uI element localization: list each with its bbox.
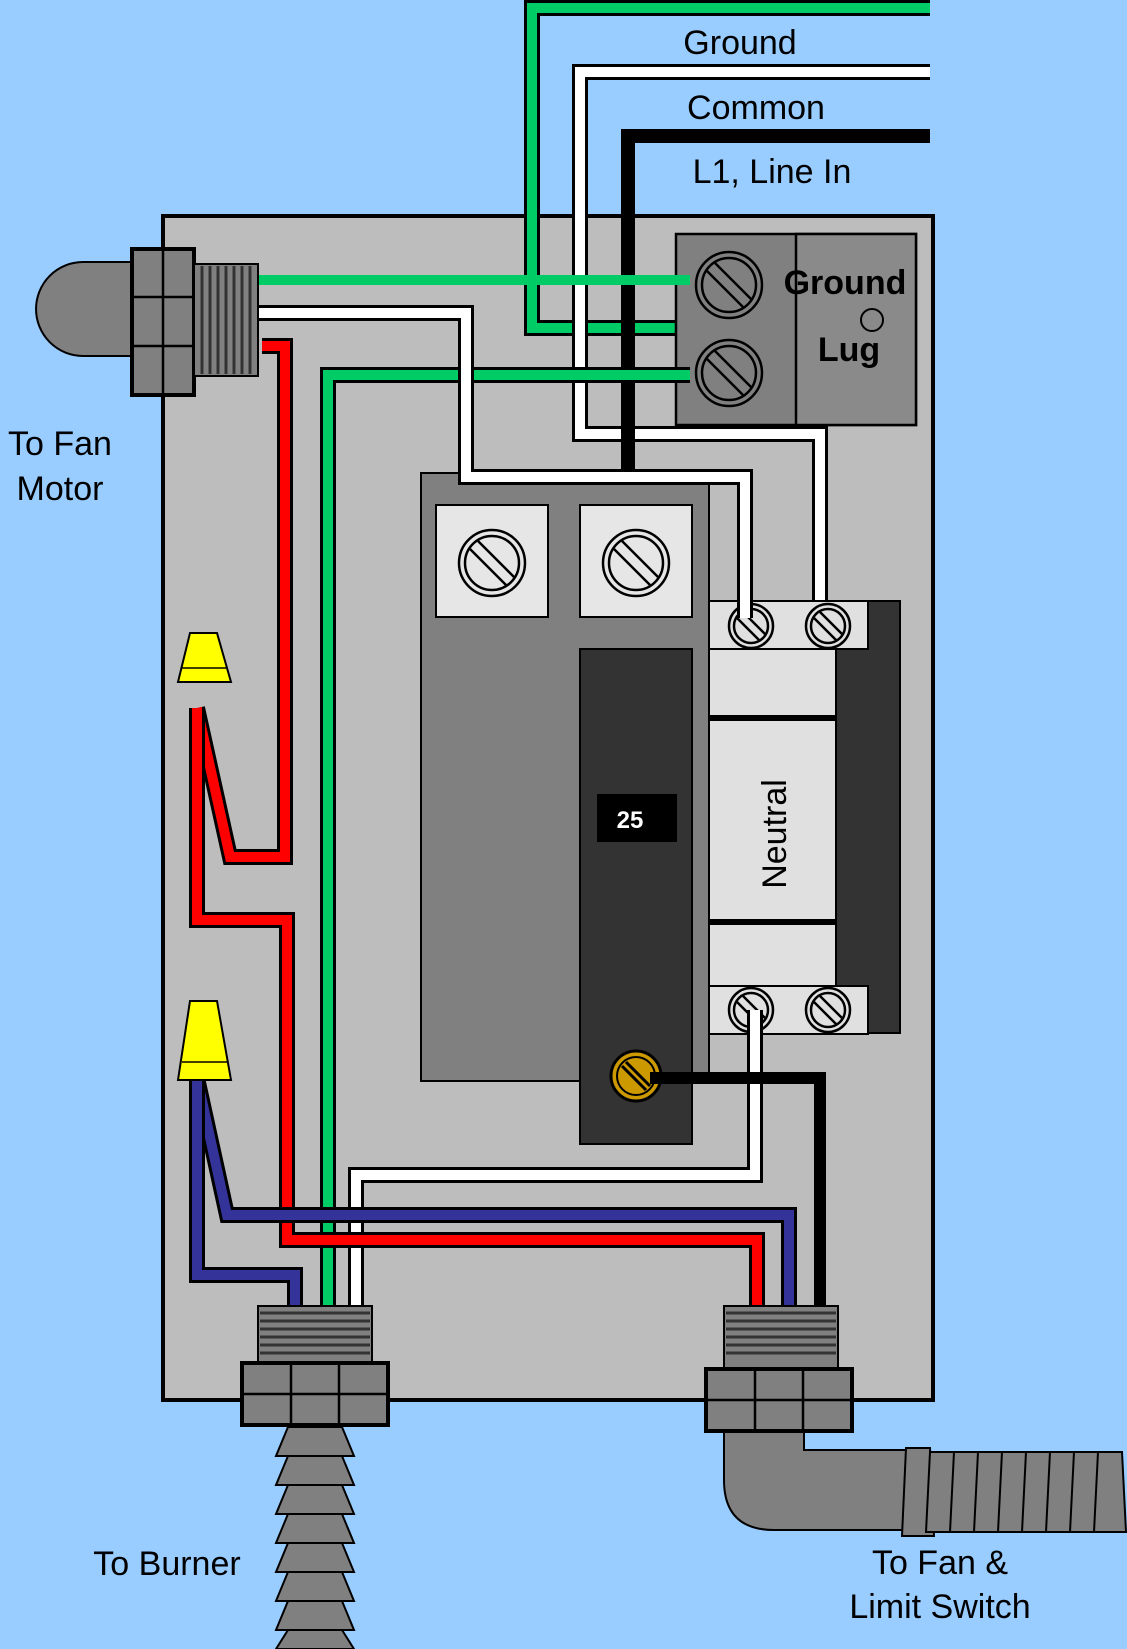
elbow-connector-icon — [723, 1419, 907, 1531]
wire-nut-icon — [176, 632, 233, 683]
ground-lug-hole — [860, 308, 884, 332]
neutral-bar: Neutral — [708, 600, 901, 1035]
wire-nut-icon — [176, 1000, 233, 1081]
circuit-breaker: 25 — [579, 648, 693, 1145]
ground-wire-label: Ground — [683, 24, 796, 62]
ground-lug-label-line2: Lug — [818, 331, 880, 369]
breaker-rating: 25 — [617, 807, 644, 834]
fan-limit-connector — [704, 1305, 854, 1433]
burner-connector — [240, 1305, 390, 1427]
ground-lug-label-line1: Ground — [784, 264, 907, 302]
to-fan-motor-label-line1: To Fan — [8, 425, 112, 463]
neutral-label: Neutral — [756, 779, 794, 889]
to-fan-limit-label-line2: Limit Switch — [849, 1588, 1030, 1626]
to-fan-limit-label-line1: To Fan & — [872, 1544, 1008, 1582]
to-fan-motor-label-line2: Motor — [17, 470, 104, 508]
breaker-load-screw — [609, 1049, 663, 1103]
flex-conduit-icon — [900, 1447, 1127, 1537]
to-burner-label: To Burner — [93, 1545, 240, 1583]
incoming-wires — [524, 0, 930, 618]
flex-conduit-icon — [274, 1426, 356, 1649]
fan-motor-connector — [35, 247, 259, 397]
ground-lug: Ground Lug — [674, 232, 918, 427]
line-in-label: L1, Line In — [693, 153, 852, 191]
internal-wires — [189, 275, 826, 1308]
common-wire-label: Common — [687, 89, 825, 127]
